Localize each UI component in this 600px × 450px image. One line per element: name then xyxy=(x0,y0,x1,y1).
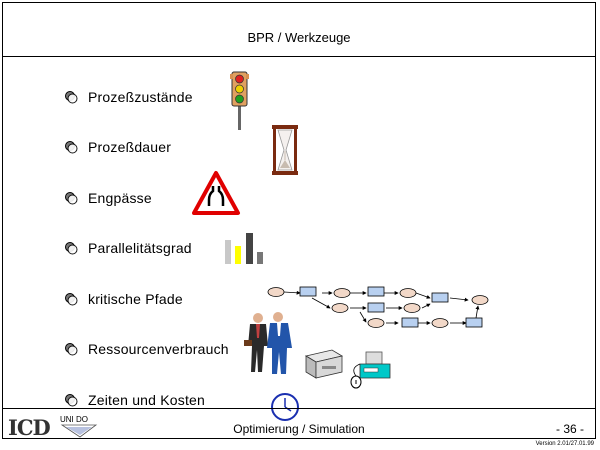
business-people-icon xyxy=(244,312,292,374)
bullet-item-zeiten-und-kosten: Zeiten und Kosten xyxy=(64,390,205,410)
page-number: - 36 - xyxy=(555,422,584,436)
process-network-icon xyxy=(267,286,489,328)
hourglass-icon xyxy=(272,125,298,175)
icd-logo: ICD xyxy=(8,415,51,440)
bullet-item-kritische-pfade: kritische Pfade xyxy=(64,289,183,309)
slide-title: BPR / Werkzeuge xyxy=(247,30,351,45)
bullet-icon xyxy=(65,394,78,407)
traffic-light-icon xyxy=(230,71,249,130)
bullet-item-prozesszustaende: Prozeßzustände xyxy=(64,87,193,107)
bullet-label: Parallelitätsgrad xyxy=(88,240,192,256)
printer-icon xyxy=(304,349,344,379)
bullet-item-engpaesse: Engpässe xyxy=(64,188,152,208)
footer-label: Optimierung / Simulation xyxy=(233,422,365,436)
slide-frame xyxy=(2,2,596,439)
uni-do-logo-graphic: UNI DO xyxy=(60,415,98,438)
uni-do-logo-text: UNI DO xyxy=(60,415,88,424)
version-label: Version 2.01/27.01.99 xyxy=(535,441,594,447)
footer-bar: ICD UNI DO Optimierung / Simulation - 36… xyxy=(2,408,596,440)
bullet-label: Ressourcenverbrauch xyxy=(88,341,229,357)
bullet-item-prozessdauer: Prozeßdauer xyxy=(64,137,171,157)
bullet-label: Zeiten und Kosten xyxy=(88,392,206,408)
fax-machine-icon xyxy=(350,351,391,389)
bullet-icon xyxy=(65,343,78,356)
bullet-label: Prozeßzustände xyxy=(88,89,193,105)
bar-chart-icon xyxy=(225,233,263,264)
bullet-label: Engpässe xyxy=(88,190,152,206)
bullet-icon xyxy=(65,293,78,306)
bullet-item-ressourcenverbrauch: Ressourcenverbrauch xyxy=(64,339,229,359)
title-bar: BPR / Werkzeuge xyxy=(2,2,596,57)
bullet-icon xyxy=(65,141,78,154)
road-narrows-sign-icon xyxy=(192,171,240,215)
bullet-icon xyxy=(65,91,78,104)
uni-do-logo: UNI DO xyxy=(58,413,100,444)
clock-icon xyxy=(271,393,299,421)
bullet-item-parallelitaetsgrad: Parallelitätsgrad xyxy=(64,238,192,258)
bullet-icon xyxy=(65,242,78,255)
bullet-icon xyxy=(65,192,78,205)
bullet-label: Prozeßdauer xyxy=(88,139,172,155)
bullet-label: kritische Pfade xyxy=(88,291,183,307)
